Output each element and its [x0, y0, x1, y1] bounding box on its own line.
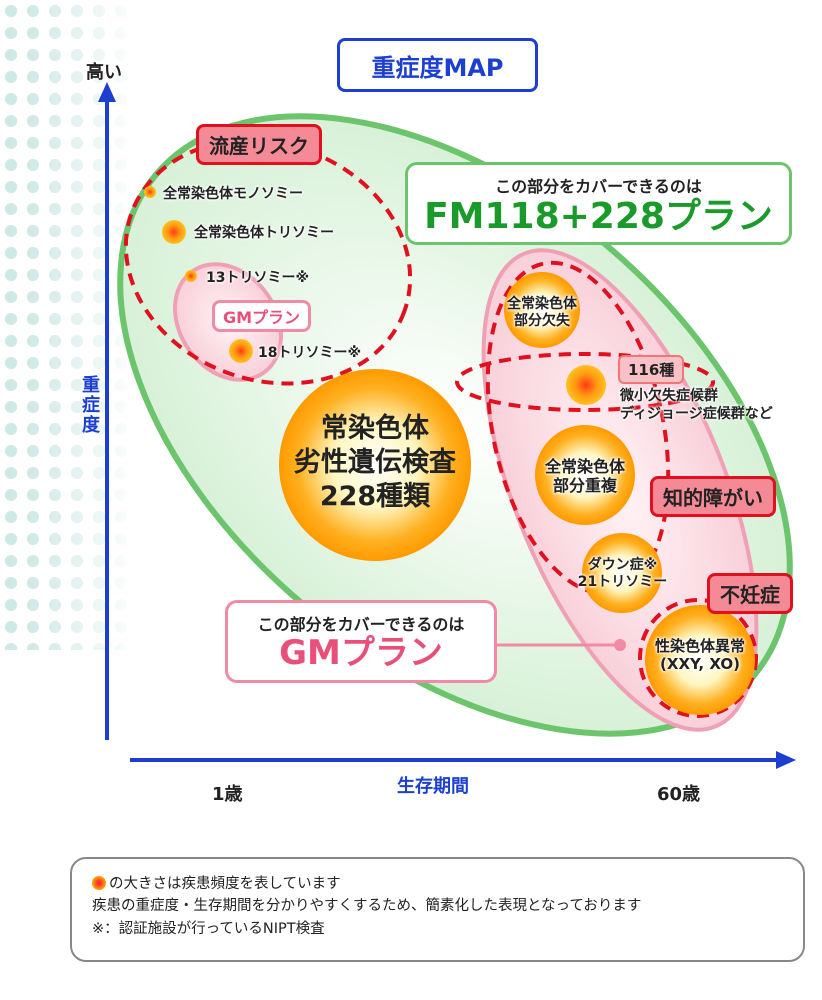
monosomy-label: 全常染色体モノソミー: [163, 186, 303, 202]
partial-duplication-label: 全常染色体部分重複: [544, 457, 625, 496]
count-116-tag: 116種: [618, 355, 685, 384]
legend-note-box: の大きさは疾患頻度を表しています 疾患の重症度・生存期間を分かりやすくするため、…: [70, 857, 805, 962]
frequency-circle-large: [279, 369, 471, 561]
x-axis-arrow-icon: [776, 751, 796, 769]
frequency-circle: [566, 365, 606, 405]
gm-plan-name: GMプラン: [279, 633, 443, 673]
fm-plan-name: FM118+228プラン: [424, 196, 773, 237]
dot-pattern: [0, 0, 140, 650]
gm-plan-box: この部分をカバーできるのは GMプラン: [225, 600, 497, 683]
trisomy-18-label: 18トリソミー※: [258, 345, 362, 361]
fm-plan-box: この部分をカバーできるのは FM118+228プラン: [405, 162, 792, 245]
frequency-circle: [582, 533, 662, 613]
frequency-circle-icon: [92, 876, 106, 890]
down-syndrome-label: ダウン症※21トリソミー: [577, 557, 668, 590]
frequency-circle: [144, 186, 156, 198]
frequency-circle: [645, 605, 755, 715]
recessive-test-label: 常染色体 劣性遺伝検査 228種類: [294, 413, 456, 512]
x-axis-label: 生存期間: [397, 776, 469, 797]
miscarriage-risk-tag: 流産リスク: [196, 124, 322, 165]
frequency-circle: [185, 270, 197, 282]
map-title: 重症度MAP: [337, 38, 538, 92]
sex-chromosome-label: 性染色体異常(XXY, XO): [654, 637, 745, 673]
frequency-circle: [162, 220, 186, 244]
gm-connector-dot: [614, 639, 626, 651]
trisomy-label: 全常染色体トリソミー: [194, 225, 334, 241]
intellectual-disability-tag: 知的障がい: [650, 476, 776, 517]
frequency-circle: [504, 272, 580, 348]
infertility-tag: 不妊症: [707, 573, 793, 614]
x-axis-start-label: 1歳: [212, 784, 243, 805]
gm-plan-tag: GMプラン: [212, 300, 312, 332]
x-axis-end-label: 60歳: [657, 784, 701, 805]
microdeletion-label: 微小欠失症候群ディジョージ症候群など: [620, 388, 773, 422]
infertility-region: [638, 598, 758, 718]
frequency-circle: [535, 425, 635, 525]
y-axis-arrow-icon: [98, 82, 116, 102]
microdeletion-region: [455, 352, 715, 412]
frequency-circle: [229, 339, 253, 363]
y-axis-label: 重症度: [79, 375, 100, 435]
partial-deletion-label: 全常染色体部分欠失: [507, 296, 577, 329]
y-axis-high-label: 高い: [86, 62, 122, 83]
trisomy-13-label: 13トリソミー※: [206, 270, 310, 286]
